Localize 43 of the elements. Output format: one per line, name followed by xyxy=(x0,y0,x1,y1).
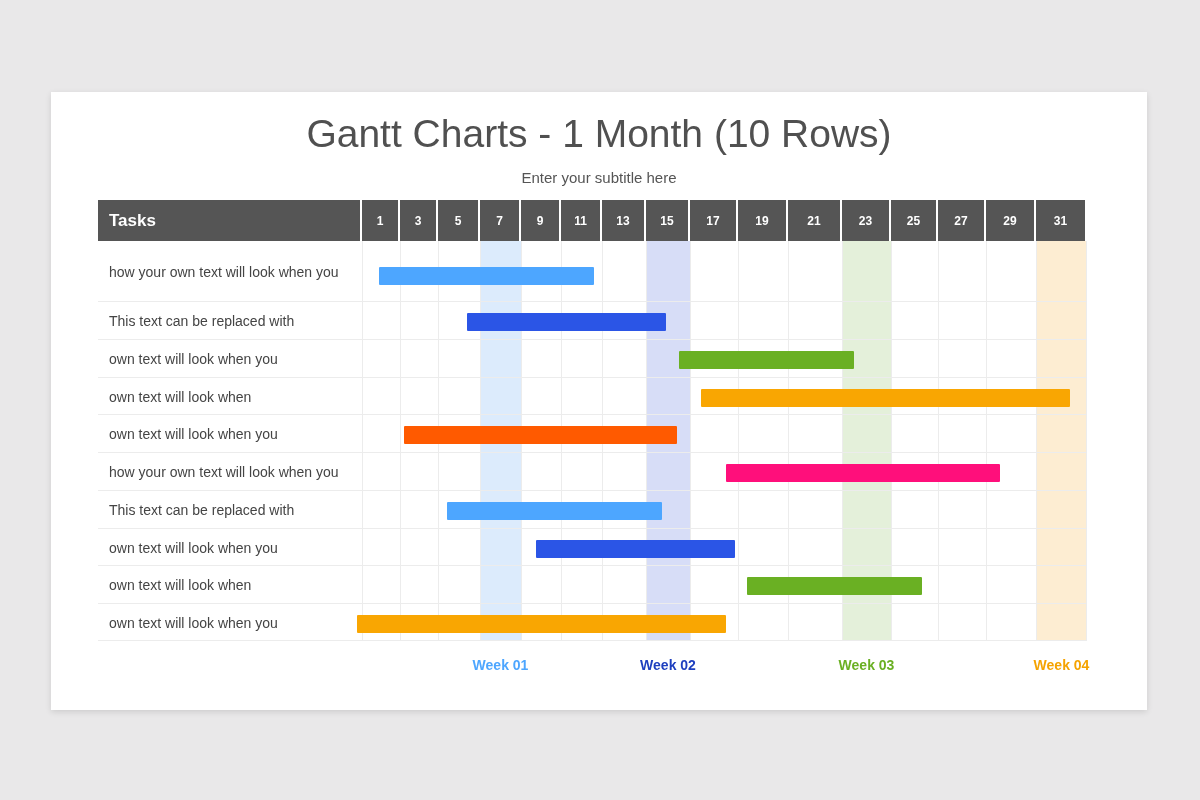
task-label: how your own text will look when you xyxy=(109,264,339,280)
gantt-bar xyxy=(404,426,677,444)
gantt-bar xyxy=(747,577,922,595)
task-label: own text will look when you xyxy=(109,539,278,556)
column-header: 25 xyxy=(891,200,938,241)
week-label: Week 01 xyxy=(472,657,529,673)
week-label: Week 04 xyxy=(1033,657,1090,673)
gantt-bar xyxy=(679,351,854,369)
column-header: 17 xyxy=(690,200,738,241)
week-label: Week 02 xyxy=(640,657,696,673)
task-label: This text can be replaced with xyxy=(109,502,295,518)
column-header: 19 xyxy=(738,200,788,241)
task-label: own text will look when xyxy=(109,388,252,405)
gantt-bar xyxy=(357,614,726,633)
column-header: 3 xyxy=(400,200,438,241)
gantt-bar xyxy=(467,313,666,331)
column-header: 5 xyxy=(438,200,480,241)
task-label: own text will look when you xyxy=(109,351,278,367)
week-label: Week 03 xyxy=(838,657,895,673)
task-label: own text will look when you xyxy=(109,426,278,442)
task-label: own text will look when you xyxy=(109,614,278,631)
column-header: 15 xyxy=(646,200,690,241)
gantt-bar xyxy=(726,464,1000,482)
task-label: own text will look when xyxy=(109,577,252,593)
column-header: 7 xyxy=(480,200,521,241)
gantt-bar xyxy=(536,539,735,558)
gantt-bar xyxy=(447,502,662,520)
column-header: 9 xyxy=(521,200,561,241)
column-header: 29 xyxy=(986,200,1036,241)
task-label: This text can be replaced with xyxy=(109,313,295,329)
column-header: 13 xyxy=(602,200,646,241)
gantt-bar xyxy=(701,388,1070,407)
column-header: 1 xyxy=(362,200,400,241)
column-header: Tasks xyxy=(98,200,362,241)
column-header: 27 xyxy=(938,200,986,241)
gantt-bar xyxy=(379,267,594,285)
title: Gantt Charts - 1 Month (10 Rows) xyxy=(305,112,893,156)
column-header: 23 xyxy=(842,200,891,241)
subtitle: Enter your subtitle here xyxy=(520,169,678,186)
column-header: 11 xyxy=(561,200,602,241)
column-header: 31 xyxy=(1036,200,1087,241)
task-label: how your own text will look when you xyxy=(109,464,339,480)
column-header: 21 xyxy=(788,200,842,241)
